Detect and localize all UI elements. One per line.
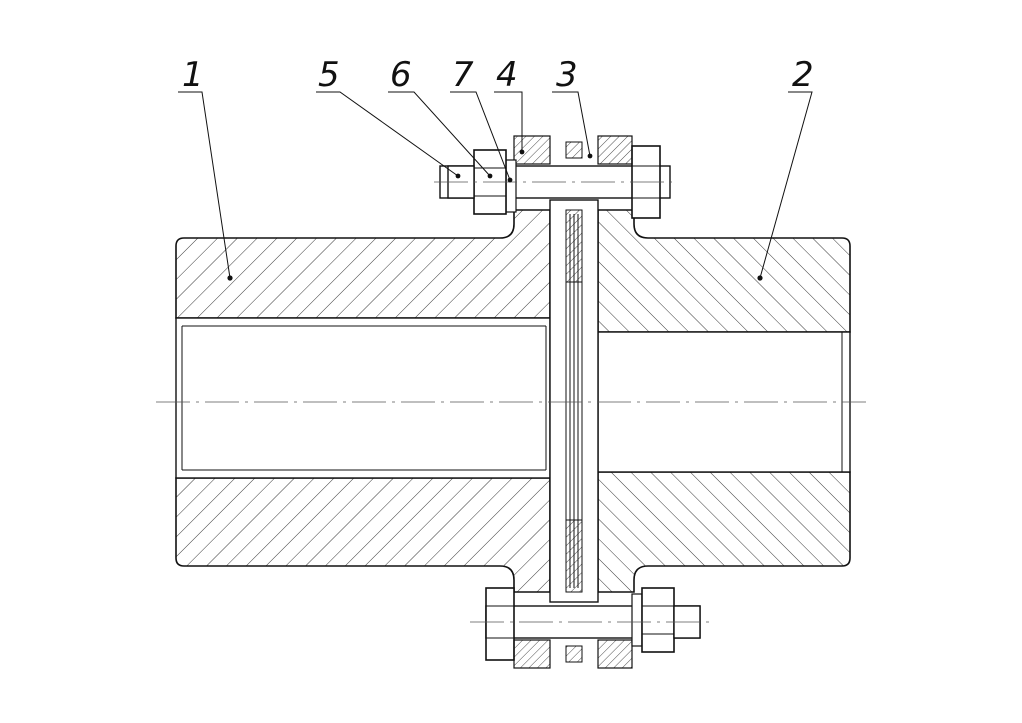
callout-4: 4 (496, 55, 518, 95)
hub-left-lower-section (175, 477, 551, 593)
hub-left-bore (175, 317, 551, 479)
hub-right (597, 209, 851, 593)
nut-lower (641, 587, 675, 653)
callout-6: 6 (390, 55, 412, 95)
upper-bolt-assembly (434, 135, 672, 219)
washer-upper (505, 159, 517, 213)
hub-right-upper-section (597, 209, 851, 333)
callout-2: 2 (792, 55, 814, 95)
callout-7: 7 (452, 55, 474, 95)
bolt-head-lower (485, 587, 515, 661)
lower-bolt-assembly (470, 587, 712, 669)
sleeve-upper (513, 135, 551, 165)
callout-5: 5 (318, 55, 340, 95)
callout-3: 3 (556, 55, 578, 95)
sleeve-lower (513, 639, 551, 669)
hub-left-upper-section (175, 209, 551, 319)
bushing-lower (597, 639, 633, 669)
disc-pack (549, 199, 599, 603)
hub-left (175, 209, 551, 593)
bushing-upper (597, 135, 633, 165)
hub-right-lower-section (597, 471, 851, 593)
washer-lower (631, 593, 643, 647)
callout-1: 1 (182, 55, 204, 95)
leaders (178, 91, 813, 281)
